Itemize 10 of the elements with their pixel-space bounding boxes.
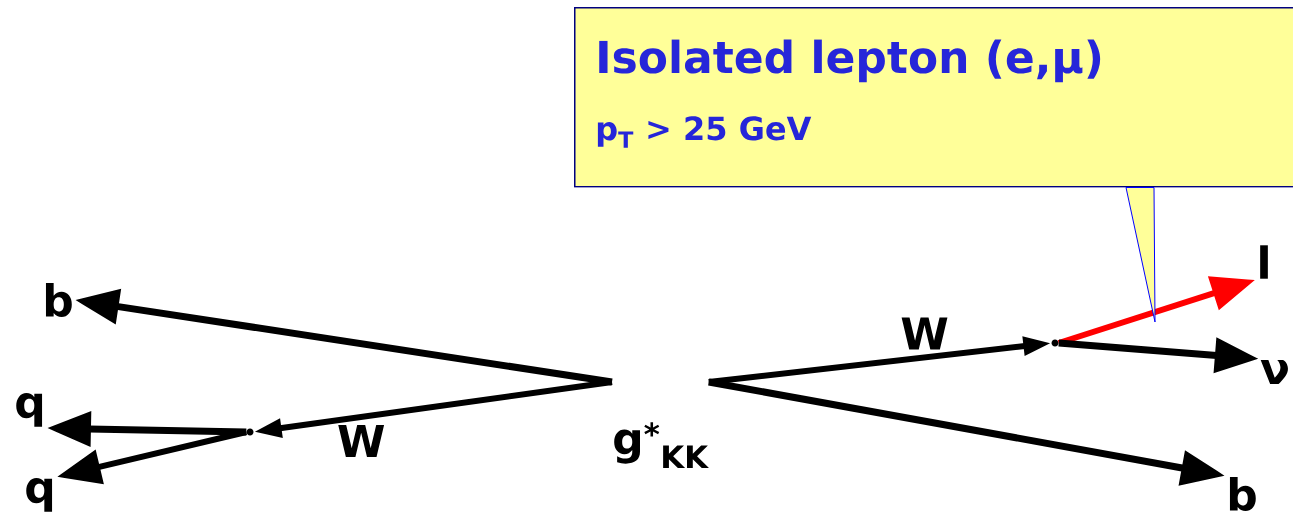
particle-label: g$^{*}$KK bbox=[614, 422, 709, 469]
callout-box: Isolated lepton (e,μ) p$_{T}$ > 25 GeV bbox=[574, 7, 1293, 188]
particle-label: b bbox=[1229, 476, 1256, 511]
edge-label: W bbox=[338, 424, 385, 458]
particle-label: q bbox=[26, 478, 53, 512]
particle-label: l bbox=[1260, 245, 1268, 279]
particle-label: b bbox=[45, 282, 72, 317]
edge-label: W bbox=[901, 317, 948, 350]
particle-label: ν bbox=[1260, 359, 1288, 384]
particle-label: q bbox=[16, 393, 43, 427]
